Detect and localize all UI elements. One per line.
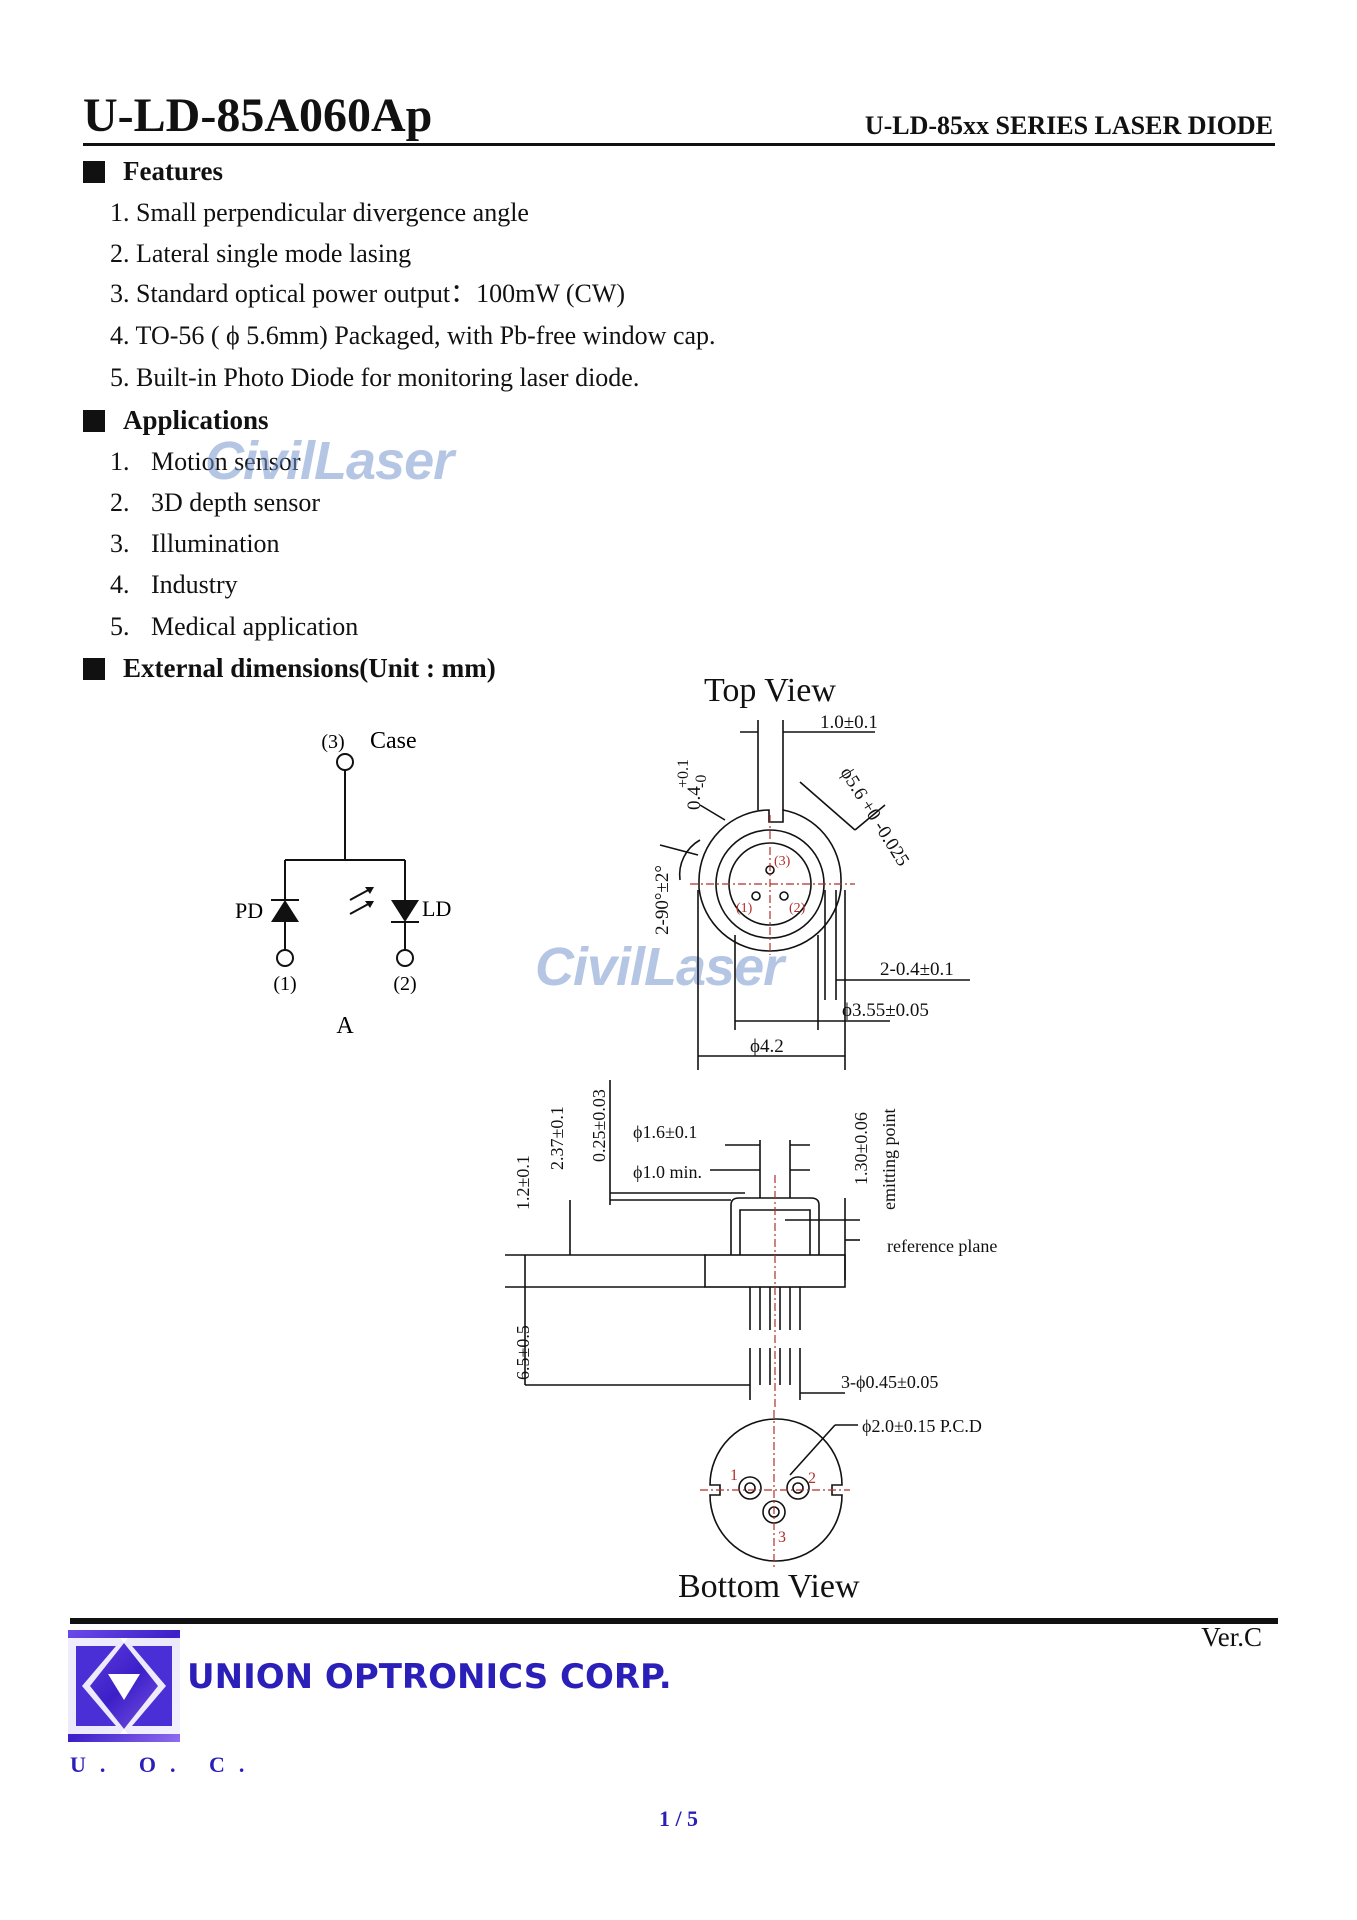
- ld-label: LD: [422, 896, 451, 921]
- version-label: Ver.C: [1201, 1622, 1262, 1652]
- section-bullet-icon: [83, 657, 105, 680]
- bottom-pin1: 1: [730, 1467, 738, 1484]
- application-item: 2.3D depth sensor: [110, 488, 320, 517]
- dim-h2: 2.37±0.1: [547, 1106, 567, 1170]
- bottom-view-title: Bottom View: [678, 1568, 860, 1605]
- photodiode-icon: [271, 900, 299, 922]
- top-pin1: (1): [736, 901, 753, 916]
- pin2-label: (2): [393, 973, 416, 995]
- footer-divider: [70, 1618, 1278, 1624]
- pin1-label: (1): [273, 973, 296, 995]
- dim-slot: 2-0.4±0.1: [880, 959, 954, 980]
- dim-pcd: ϕ2.0±0.15 P.C.D: [862, 1416, 982, 1436]
- dimensions-heading: External dimensions(Unit : mm): [83, 655, 496, 682]
- top-pin3: (3): [774, 854, 791, 869]
- feature-item: 4. TO-56 ( ϕ 5.6mm) Packaged, with Pb-fr…: [110, 321, 716, 350]
- company-abbrev: U. O. C.: [70, 1752, 259, 1777]
- case-pin-num: (3): [321, 731, 344, 753]
- page-number: 1 / 5: [658, 1806, 699, 1831]
- dim-pins: 6.5±0.5: [513, 1325, 533, 1380]
- bottom-view-drawing: 1 2 3 ϕ2.0±0.15 P.C.D: [700, 1410, 982, 1570]
- uoc-logo-icon: [68, 1630, 180, 1742]
- dim-diameter: ϕ5.6 +0 -0.025: [836, 764, 913, 871]
- dim-gap: 1.0±0.1: [820, 712, 878, 733]
- feature-item: 2. Lateral single mode lasing: [110, 239, 412, 268]
- dim-h3: 0.25±0.03: [589, 1089, 609, 1162]
- feature-item: 3. Standard optical power output：100mW (…: [110, 279, 626, 308]
- applications-heading: Applications: [83, 407, 269, 434]
- circuit-schematic: (3) Case PD LD (1) (2) A: [235, 728, 451, 1039]
- ref-label: reference plane: [887, 1236, 997, 1256]
- bottom-pin3: 3: [778, 1529, 786, 1546]
- top-pin2: (2): [789, 901, 806, 916]
- application-item: 3.Illumination: [110, 529, 280, 558]
- emit-label: emitting point: [879, 1109, 899, 1211]
- dim-inner: ϕ3.55±0.05: [842, 1000, 929, 1021]
- dim-emit: 1.30±0.06: [851, 1112, 871, 1185]
- dim-outer: ϕ4.2: [750, 1036, 784, 1057]
- watermark: CivilLaser: [535, 937, 784, 997]
- dim-angle: 2-90°±2°: [652, 865, 673, 935]
- watermark: CivilLaser: [205, 431, 454, 491]
- bottom-pin2: 2: [808, 1470, 816, 1487]
- section-bullet-icon: [83, 160, 105, 183]
- dim-notch-a: 0.4: [684, 786, 705, 810]
- application-item: 1.Motion sensor: [110, 447, 301, 476]
- dim-notch-b: +0.1: [675, 759, 692, 788]
- feature-item: 5. Built-in Photo Diode for monitoring l…: [110, 363, 640, 392]
- side-view-drawing: ϕ1.6±0.1 ϕ1.0 min. 1.2±0.1 2.37±0.1 0.25…: [505, 1080, 997, 1410]
- dim-pin-dia: 3-ϕ0.45±0.05: [841, 1372, 938, 1392]
- series-title: U-LD-85xx SERIES LASER DIODE: [864, 111, 1273, 140]
- laser-diode-icon: [391, 900, 419, 922]
- dim-window: ϕ1.0 min.: [633, 1162, 702, 1182]
- top-view-title: Top View: [704, 672, 836, 709]
- pd-label: PD: [235, 898, 263, 923]
- features-heading: Features: [83, 158, 223, 185]
- application-item: 4.Industry: [110, 570, 238, 599]
- header-divider: [83, 143, 1275, 146]
- model-title: U-LD-85A060Ap: [83, 89, 433, 142]
- dim-notch-c: -0: [693, 775, 710, 788]
- circuit-type: A: [336, 1013, 354, 1039]
- section-bullet-icon: [83, 409, 105, 432]
- dim-h1: 1.2±0.1: [513, 1155, 533, 1210]
- application-item: 5.Medical application: [110, 612, 359, 641]
- feature-item: 1. Small perpendicular divergence angle: [110, 198, 529, 227]
- top-view-drawing: 1.0±0.1 ϕ5.6 +0 -0.025 0.4 +0.1 -0 2-90°…: [652, 712, 970, 1070]
- dim-cap-dia: ϕ1.6±0.1: [633, 1122, 697, 1142]
- company-name: UNION OPTRONICS CORP.: [187, 1657, 672, 1697]
- case-label: Case: [370, 728, 417, 754]
